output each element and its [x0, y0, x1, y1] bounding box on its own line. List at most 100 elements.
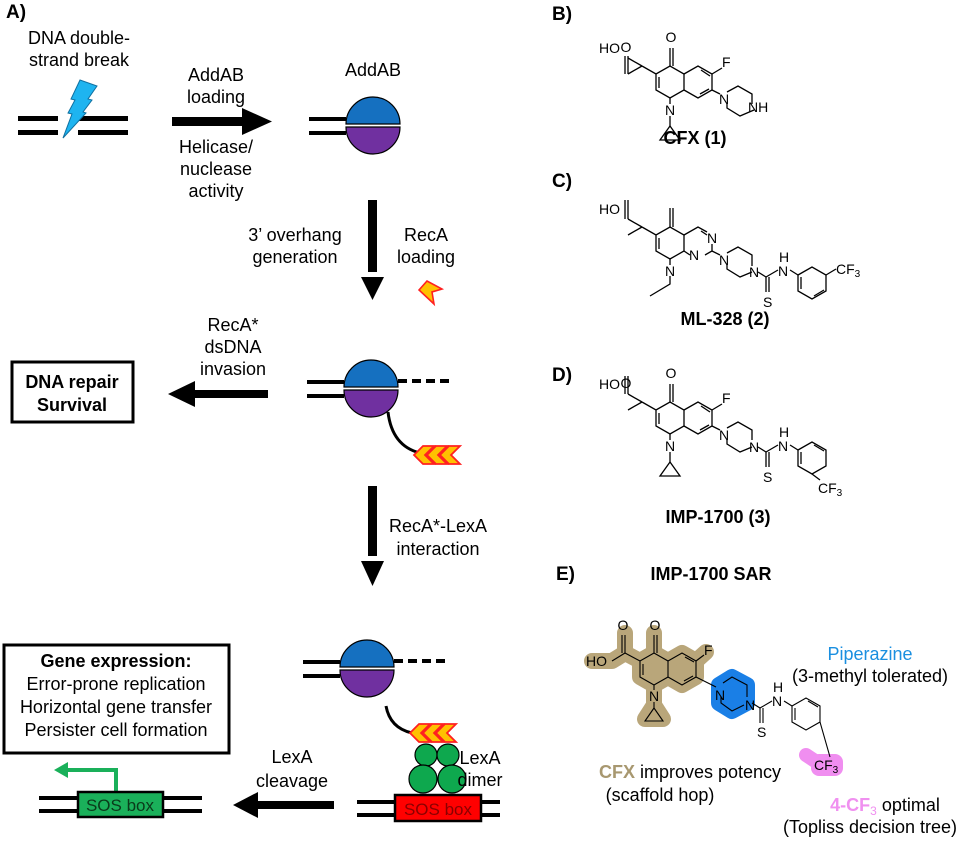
- addab-complex-3: [303, 639, 457, 743]
- arrow-left-dsdna-invasion: [168, 381, 268, 407]
- cfx-atoms: O O HO F N N NH: [599, 29, 768, 118]
- atom-o: O: [621, 375, 632, 391]
- step3-label-line3: invasion: [200, 359, 266, 379]
- cf3-sar-note: (Topliss decision tree): [783, 817, 957, 837]
- atom-ho: HO: [599, 201, 620, 217]
- atom-ho: HO: [586, 653, 607, 669]
- step2-label-left1: 3’ overhang: [248, 225, 341, 245]
- panel-d-label: D): [552, 365, 572, 386]
- atom-s: S: [763, 469, 772, 485]
- cfx-sar-label: CFX improves potency: [599, 762, 781, 782]
- atom-cf3: CF3: [814, 757, 839, 776]
- lexa-dimer-line2: dimer: [457, 770, 502, 790]
- addab-complex-1: [309, 96, 401, 155]
- atom-h: H: [779, 424, 789, 440]
- atom-n: N: [749, 264, 759, 280]
- step3-label-line1: RecA*: [207, 315, 258, 335]
- atom-s: S: [763, 294, 772, 310]
- cfx-structure: [624, 48, 755, 141]
- sos-box-red-label: SOS box: [404, 800, 473, 819]
- cf3-highlight: [799, 748, 843, 776]
- sar-structure: [611, 635, 831, 758]
- gene-box-item: Error-prone replication: [26, 674, 205, 694]
- sar-atoms: O O HO F N N N H N S CF3: [586, 617, 839, 776]
- arrow-down-lexa-interaction: [361, 486, 384, 586]
- adda-subunit: [345, 96, 401, 125]
- ml328-atoms: HO N N N N N H N S CF3: [599, 201, 861, 310]
- repair-box-line2: Survival: [37, 395, 107, 415]
- dna-repair-box: [10, 360, 135, 424]
- arrow-right-addab-loading: [172, 108, 272, 135]
- atom-n: N: [665, 263, 675, 279]
- step1-label-top2: loading: [187, 87, 245, 107]
- arrow-down-overhang: [361, 200, 384, 300]
- atom-n: N: [707, 230, 717, 246]
- atom-n: N: [665, 102, 675, 118]
- step4-label-line2: interaction: [396, 539, 479, 559]
- sos-box-green-label: SOS box: [86, 796, 155, 815]
- atom-f: F: [722, 54, 731, 70]
- atom-n: N: [745, 697, 755, 713]
- lexa-dimer-line1: LexA: [459, 748, 500, 768]
- ml328-structure: [624, 200, 837, 300]
- atom-o: O: [666, 365, 677, 381]
- promoter-arrow: [66, 768, 118, 794]
- dsb-label-line1: DNA double-: [28, 28, 130, 48]
- panel-e-label: E): [556, 564, 575, 585]
- lexa-dimer: [408, 743, 467, 794]
- imp1700-compound-label: IMP-1700 (3): [665, 507, 770, 527]
- atom-n: N: [715, 687, 725, 703]
- atom-f: F: [704, 642, 713, 658]
- step2-label-right1: RecA: [404, 225, 448, 245]
- atom-o: O: [621, 39, 632, 55]
- sos-box-active: SOS box: [39, 762, 202, 819]
- gene-box-title: Gene expression:: [40, 651, 191, 671]
- lightning-bolt-icon: [62, 79, 98, 139]
- step1-label-bot3: activity: [188, 181, 243, 201]
- piperazine-label: Piperazine: [827, 644, 912, 664]
- atom-s: S: [757, 724, 766, 740]
- step1-label-top1: AddAB: [188, 65, 244, 85]
- atom-n: N: [719, 252, 729, 268]
- gene-expression-box: [2, 643, 231, 755]
- promoter-arrowhead-icon: [54, 762, 68, 778]
- atom-n: N: [749, 439, 759, 455]
- cfx-compound-label: CFX (1): [664, 128, 727, 148]
- addab-complex-2: [307, 359, 461, 465]
- step2-label-left2: generation: [252, 247, 337, 267]
- atom-n: N: [719, 91, 729, 107]
- atom-cf3: CF3: [836, 261, 861, 280]
- addb-subunit: [345, 126, 401, 155]
- imp1700-atoms: O O HO F N N N H N S CF3: [599, 365, 843, 499]
- step1-label-bot2: nuclease: [180, 159, 252, 179]
- gene-box-item: Persister cell formation: [24, 720, 207, 740]
- sos-box-repressed: SOS box: [357, 793, 500, 823]
- atom-n: N: [649, 688, 659, 704]
- atom-ho: HO: [599, 40, 620, 56]
- atom-n: N: [772, 693, 782, 709]
- atom-cf3: CF3: [818, 480, 843, 499]
- atom-n: N: [665, 438, 675, 454]
- reca-monomer-icon: [417, 279, 445, 307]
- ml328-compound-label: ML-328 (2): [680, 309, 769, 329]
- arrow-left-lexa-cleavage: [233, 792, 334, 818]
- step5-label-line1: LexA: [271, 747, 312, 767]
- step5-label-line2: cleavage: [256, 771, 328, 791]
- cfx-sar-note: (scaffold hop): [606, 785, 715, 805]
- broken-dna: [18, 116, 128, 135]
- step3-label-line2: dsDNA: [204, 337, 261, 357]
- atom-nh: NH: [748, 99, 768, 115]
- atom-o: O: [650, 617, 661, 633]
- addab-label: AddAB: [345, 60, 401, 80]
- panel-c-label: C): [552, 171, 572, 192]
- panel-e-title: IMP-1700 SAR: [650, 564, 771, 584]
- imp1700-structure: [624, 376, 827, 481]
- repair-box-line1: DNA repair: [25, 372, 118, 392]
- step4-label-line1: RecA*-LexA: [389, 516, 487, 536]
- atom-n: N: [719, 427, 729, 443]
- gene-box-item: Horizontal gene transfer: [20, 697, 212, 717]
- panel-b-label: B): [552, 4, 572, 25]
- atom-ho: HO: [599, 376, 620, 392]
- atom-o: O: [618, 617, 629, 633]
